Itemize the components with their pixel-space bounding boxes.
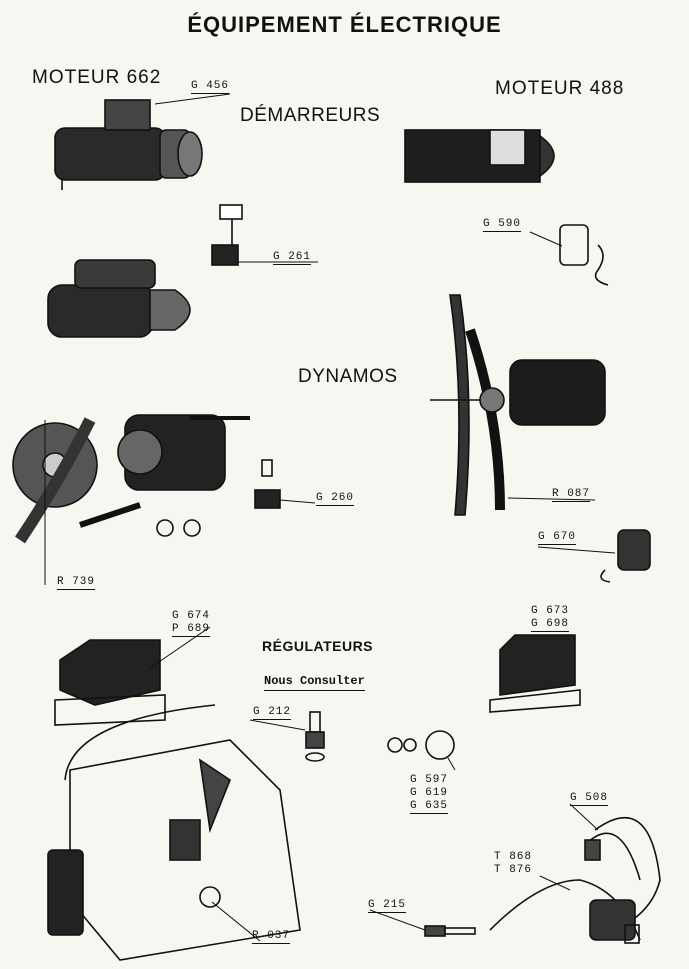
ref-g212: G 212 [253, 706, 292, 720]
starter-large-illustration [47, 259, 191, 338]
regulator-g673-illustration [489, 634, 581, 713]
ref-g508: G 508 [570, 792, 609, 806]
starters-heading: DÉMARREURS [240, 105, 381, 126]
ref-g635: G 635 [410, 800, 449, 814]
part-g670-illustration [600, 529, 651, 583]
motor-662-heading: MOTEUR 662 [32, 67, 162, 88]
ref-g698: G 698 [531, 618, 570, 632]
ref-g215: G 215 [368, 899, 407, 913]
parts-g597-illustration [387, 730, 455, 760]
ref-g674: G 674 [172, 610, 211, 622]
regulators-heading: RÉGULATEURS [262, 638, 374, 654]
regulator-g674-illustration [54, 639, 166, 726]
ref-p689: P 689 [172, 623, 211, 637]
ref-g590: G 590 [483, 218, 522, 232]
starter-488-illustration [404, 129, 555, 183]
dynamo-left-illustration [12, 414, 250, 544]
distributor-wires-illustration [489, 816, 661, 944]
ref-g597: G 597 [410, 774, 449, 786]
ref-g619: G 619 [410, 787, 449, 799]
ref-g673: G 673 [531, 605, 570, 617]
page-title: ÉQUIPEMENT ÉLECTRIQUE [187, 12, 502, 37]
spark-plug-g212-illustration [305, 711, 325, 762]
brush-g261-illustration [211, 204, 243, 266]
solenoid-g590-illustration [559, 224, 609, 286]
ref-t868: T 868 [494, 851, 533, 863]
consult-note: Nous Consulter [264, 674, 365, 691]
ref-g260: G 260 [316, 492, 355, 506]
ref-g456: G 456 [191, 80, 230, 94]
motor-488-heading: MOTEUR 488 [495, 78, 625, 99]
ref-g670: G 670 [538, 531, 577, 545]
brush-g260-illustration [254, 459, 281, 509]
leader-lines [44, 93, 616, 942]
engine-illustration [47, 704, 301, 961]
spark-plug-g215-illustration [424, 925, 476, 937]
ref-t876: T 876 [494, 864, 533, 876]
ref-r739: R 739 [57, 576, 96, 590]
dynamo-fan-illustration [430, 294, 606, 516]
ref-g261: G 261 [273, 251, 312, 265]
dynamos-heading: DYNAMOS [298, 366, 398, 387]
starter-662-illustration [54, 99, 203, 190]
ref-r037: R 037 [252, 930, 291, 944]
ref-r087: R 087 [552, 488, 591, 502]
